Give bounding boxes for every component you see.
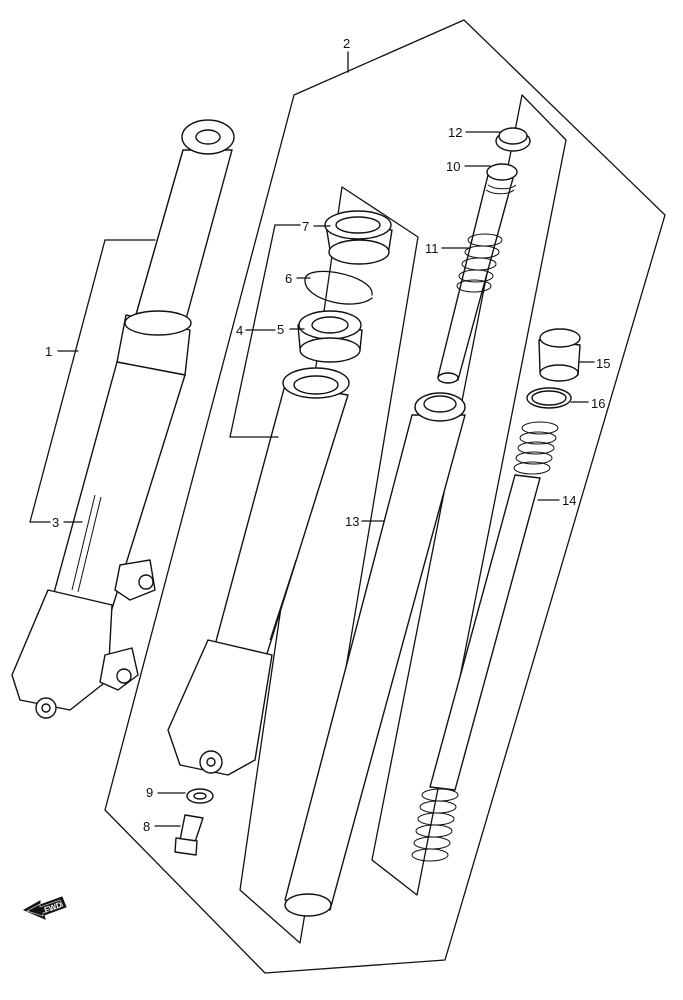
fork-spring-14 [411,421,559,862]
fork-leg-assembly-1 [11,119,235,719]
cylinder-ring-12 [495,127,531,152]
outer-tube-13 [284,392,466,917]
label-part-14: 14 [562,493,576,508]
bolt-8 [174,814,204,856]
label-part-2: 2 [343,36,350,51]
label-part-8: 8 [143,819,150,834]
label-part-3: 3 [52,515,59,530]
label-part-5: 5 [277,322,284,337]
inner-group-outline [239,186,419,944]
o-ring-16 [526,387,572,409]
label-part-7: 7 [302,219,309,234]
forward-arrow-icon: FWD [22,896,67,920]
rebound-spring-11 [456,233,503,293]
label-part-11: 11 [425,241,439,256]
label-part-12: 12 [448,125,462,140]
damper-rod-10 [437,163,518,384]
damper-group-outline [371,94,567,896]
outer-tube-4 [167,367,350,776]
leader-lines [29,51,595,827]
fwd-label: FWD [43,900,63,915]
label-part-10: 10 [446,159,460,174]
stopper-ring-6 [304,270,373,305]
label-part-6: 6 [285,271,292,286]
label-part-13: 13 [345,514,359,529]
assembly-2-outline [104,19,666,974]
label-part-15: 15 [596,356,610,371]
oil-seal-5 [297,310,363,363]
label-part-4: 4 [236,323,243,338]
gasket-9 [186,788,214,804]
label-part-1: 1 [45,344,52,359]
cap-bolt-15 [538,328,581,382]
label-part-16: 16 [591,396,605,411]
dust-seal-7 [324,210,393,265]
label-part-9: 9 [146,785,153,800]
